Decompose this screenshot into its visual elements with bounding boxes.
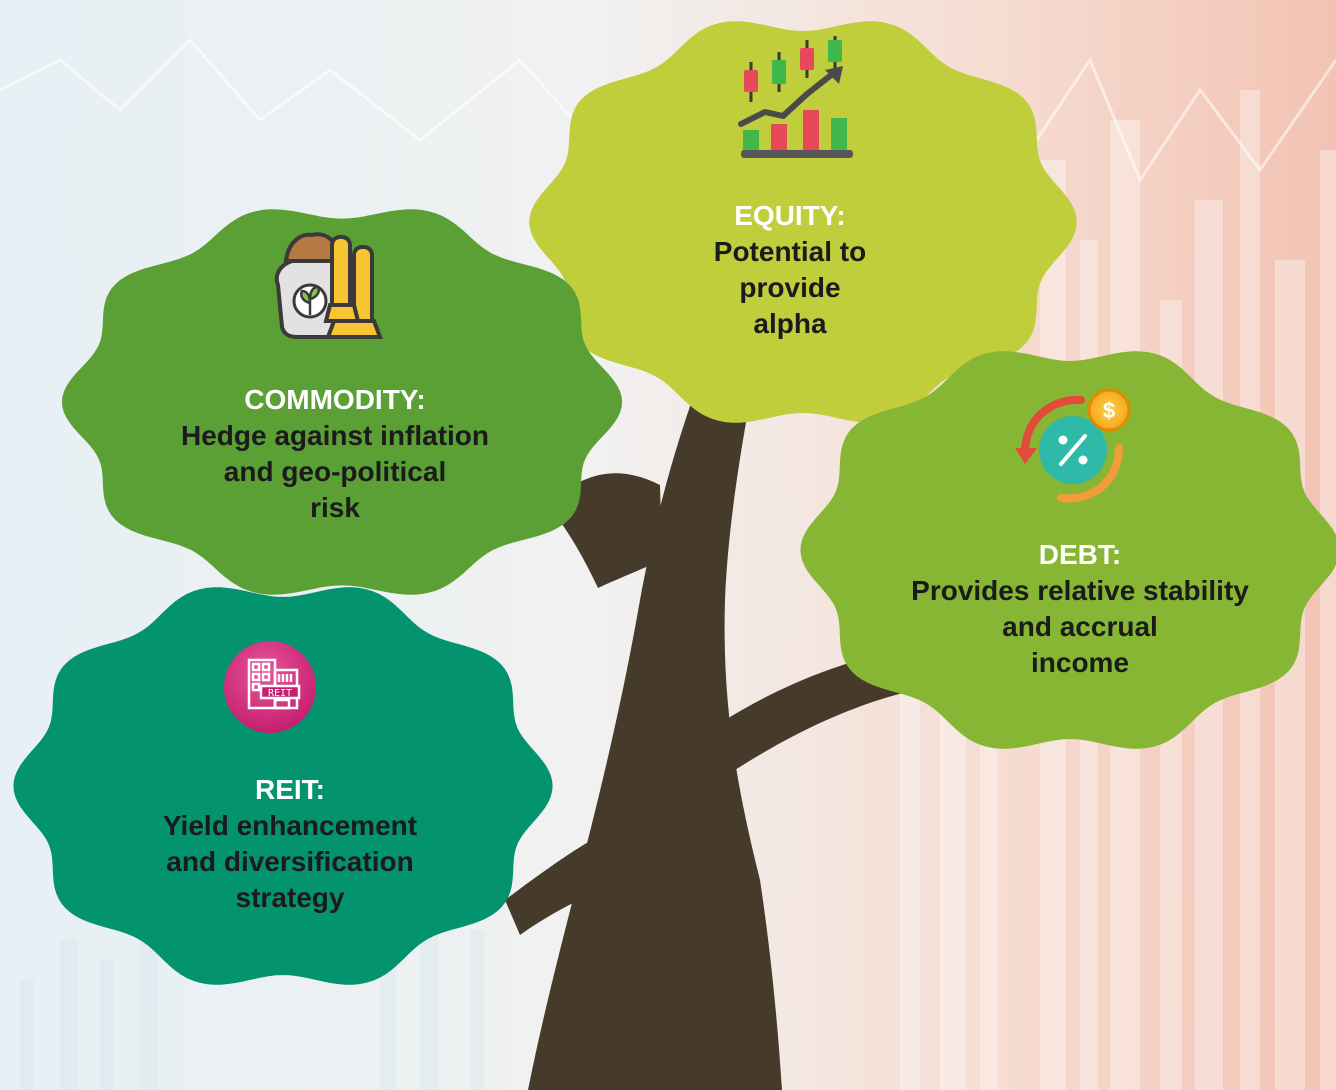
equity-leaf (529, 21, 1077, 423)
branch-left-lower (505, 830, 625, 935)
commodity-heading: COMMODITY: (244, 384, 426, 415)
reit-icon-text: REIT (268, 688, 292, 699)
debt-label: DEBT: Provides relative stability and ac… (860, 537, 1300, 681)
reit-label: REIT: Yield enhancement and diversificat… (120, 772, 460, 916)
debt-heading: DEBT: (1038, 539, 1122, 570)
reit-heading: REIT: (255, 774, 325, 805)
interest-rate-coin-cycle-icon: $ (1015, 388, 1131, 503)
debt-leaf (800, 351, 1336, 749)
background-bars-left (20, 910, 484, 1090)
reit-leaf (13, 587, 553, 985)
grain-sack-and-gold-bars-icon (274, 232, 383, 339)
svg-text:$: $ (1103, 398, 1115, 423)
equity-description: Potential to provide alpha (713, 236, 867, 339)
commodity-label: COMMODITY: Hedge against inflation and g… (120, 382, 550, 526)
commodity-leaf (61, 209, 623, 595)
candlestick-growth-chart-icon (738, 36, 853, 158)
equity-label: EQUITY: Potential to provide alpha (640, 198, 940, 342)
equity-heading: EQUITY: (734, 200, 846, 231)
debt-description: Provides relative stability and accrual … (911, 575, 1249, 678)
commodity-description: Hedge against inflation and geo-politica… (180, 420, 490, 523)
reit-description: Yield enhancement and diversification st… (162, 810, 418, 913)
background-trend-line (0, 37, 602, 151)
reit-building-icon: REIT (224, 641, 316, 733)
